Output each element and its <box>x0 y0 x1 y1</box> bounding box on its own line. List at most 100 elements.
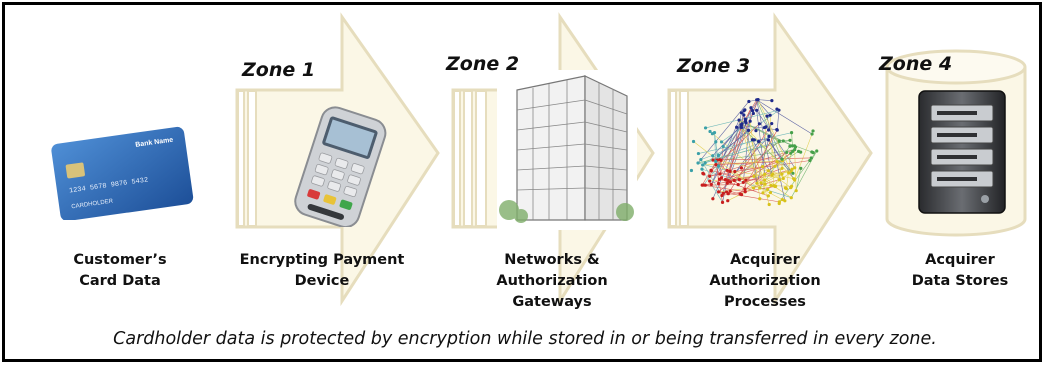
graph-edge <box>762 126 767 193</box>
graph-node <box>767 128 771 132</box>
graph-node <box>760 164 765 169</box>
graph-node <box>784 187 789 191</box>
graph-node <box>716 190 721 194</box>
graph-node <box>728 180 733 184</box>
graph-node <box>759 181 763 185</box>
graph-node <box>739 166 744 170</box>
caption-line: Authorization <box>709 273 821 289</box>
graph-node <box>689 168 694 173</box>
graph-edge <box>700 159 723 196</box>
graph-node <box>718 172 722 176</box>
graph-node <box>751 111 755 116</box>
graph-node <box>809 156 813 160</box>
graph-node <box>768 190 773 195</box>
caption-line: Acquirer <box>925 252 995 268</box>
graph-node <box>749 106 753 110</box>
caption-data-stores: Acquirer Data Stores <box>895 250 1025 292</box>
graph-edge <box>764 179 792 198</box>
server-icon <box>918 90 1006 214</box>
graph-node <box>746 128 751 132</box>
graph-node <box>708 129 712 134</box>
graph-edge <box>721 127 742 143</box>
graph-node <box>785 150 789 155</box>
graph-node <box>790 144 795 148</box>
caption-payment-device: Encrypting Payment Device <box>227 250 417 292</box>
graph-node <box>716 181 721 186</box>
graph-node <box>691 139 696 144</box>
graph-edge <box>715 141 719 167</box>
graph-node <box>709 168 713 173</box>
graph-edge <box>756 110 766 175</box>
graph-node <box>810 132 814 136</box>
graph-edge <box>728 123 772 194</box>
caption-line: Card Data <box>79 273 161 289</box>
graph-node <box>810 150 814 154</box>
graph-edge <box>748 130 770 205</box>
graph-node <box>757 139 761 144</box>
graph-edge <box>714 132 716 162</box>
graph-node <box>719 140 724 144</box>
graph-node <box>766 138 771 142</box>
graph-node <box>775 107 779 111</box>
graph-node <box>770 121 774 126</box>
graph-node <box>780 197 784 202</box>
graph-node <box>752 186 756 190</box>
zone-3-label: Zone 3 <box>677 55 751 77</box>
graph-node <box>733 169 737 174</box>
graph-node <box>716 153 721 158</box>
graph-node <box>788 144 792 148</box>
caption-line: Encrypting Payment <box>239 252 405 268</box>
graph-node <box>739 193 744 197</box>
graph-edge <box>701 159 718 186</box>
graph-node <box>755 108 759 112</box>
caption-line: Device <box>294 273 350 289</box>
graph-node <box>772 184 776 188</box>
graph-node <box>714 140 718 144</box>
graph-node <box>763 182 767 186</box>
graph-node <box>793 166 797 170</box>
graph-edge <box>712 122 747 199</box>
graph-node <box>789 196 793 200</box>
graph-edge <box>702 184 746 193</box>
graph-edge <box>741 127 794 174</box>
graph-node <box>790 167 794 171</box>
network-graph-icon <box>689 98 819 207</box>
graph-node <box>701 163 705 167</box>
graph-node <box>815 149 819 153</box>
caption-line: Authorization <box>496 273 608 289</box>
graph-node <box>767 202 771 207</box>
graph-node <box>811 129 815 133</box>
graph-node <box>726 179 730 183</box>
graph-node <box>703 126 708 130</box>
graph-node <box>789 131 794 135</box>
graph-node <box>808 158 812 163</box>
graph-node <box>735 125 739 129</box>
graph-edge <box>795 168 802 191</box>
graph-edge <box>734 171 784 179</box>
caption-line: Data Stores <box>911 273 1009 289</box>
graph-node <box>739 126 744 130</box>
graph-node <box>719 158 723 162</box>
graph-edge <box>738 119 761 188</box>
graph-node <box>765 114 769 118</box>
zone-1-label: Zone 1 <box>242 59 316 81</box>
caption-card-data: Customer’s Card Data <box>60 250 180 292</box>
graph-node <box>773 164 777 168</box>
graph-node <box>744 178 748 182</box>
graph-edge <box>743 168 793 183</box>
graph-node <box>792 177 796 181</box>
graph-node <box>780 157 784 161</box>
graph-node <box>737 118 741 122</box>
graph-node <box>762 125 767 130</box>
graph-node <box>725 168 729 173</box>
graph-node <box>755 181 759 185</box>
graph-edge <box>772 173 794 179</box>
graph-node <box>794 189 798 193</box>
graph-node <box>766 187 770 191</box>
graph-node <box>780 172 784 176</box>
graph-node <box>766 194 770 198</box>
graph-node <box>767 134 771 138</box>
graph-edge <box>768 139 792 173</box>
caption-auth-processes: Acquirer Authorization Processes <box>695 250 835 313</box>
graph-node <box>725 190 729 194</box>
